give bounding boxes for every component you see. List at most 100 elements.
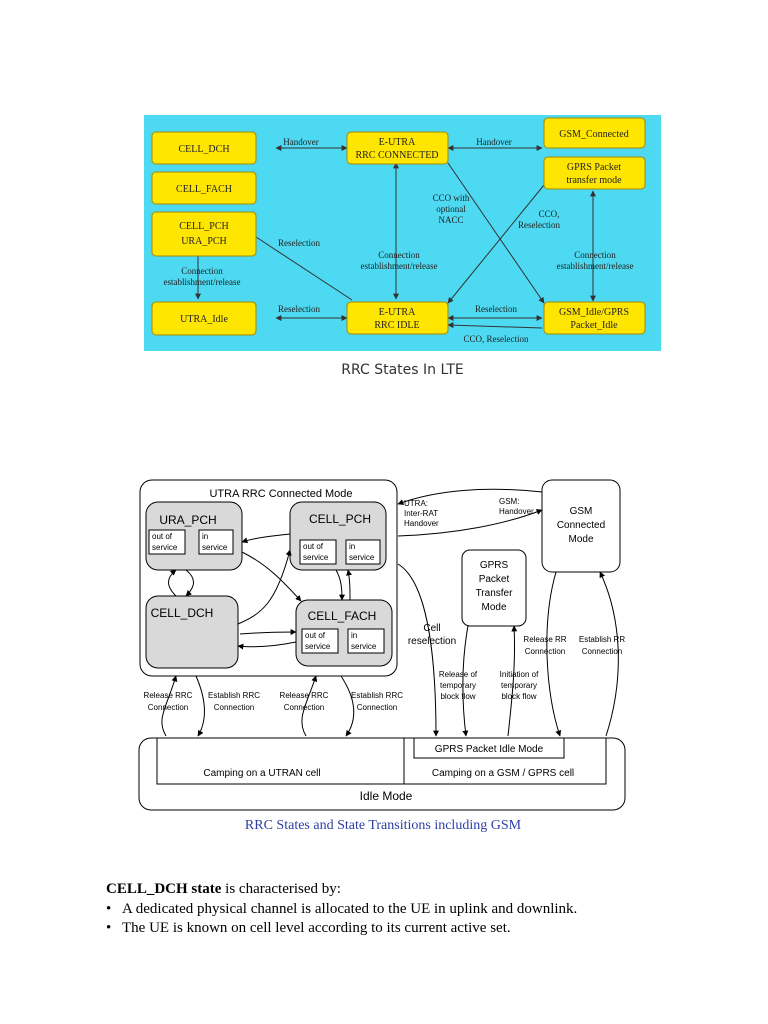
establish-rrc-1-l2: Connection (214, 703, 254, 712)
label-cell-dch: CELL_DCH (178, 144, 229, 155)
label-reselection-lower-right: Reselection (475, 304, 517, 314)
gprs-idle-label: GPRS Packet Idle Mode (435, 744, 544, 755)
label-gsm-idle-2: Packet_Idle (570, 320, 618, 331)
establish-rrc-2-l2: Connection (357, 703, 397, 712)
cell-pch-in-2: service (349, 553, 375, 562)
release-rrc-2-l2: Connection (284, 703, 324, 712)
label-reselection-lower-left: Reselection (278, 304, 320, 314)
label-utra-idle: UTRA_Idle (180, 314, 228, 325)
label-conn-mid-1: Connection (378, 250, 420, 260)
label-reselection-upper: Reselection (278, 238, 320, 248)
establish-rrc-2-l1: Establish RRC (351, 691, 403, 700)
cell-pch-out-2: service (303, 553, 329, 562)
label-conn-left-1: Connection (181, 266, 223, 276)
label-cco-resel-2: Reselection (518, 220, 560, 230)
lte-rrc-states-figure: CELL_DCH CELL_FACH CELL_PCH URA_PCH UTRA… (144, 115, 661, 351)
utra-handover-l3: Handover (404, 519, 439, 528)
cell-dch-heading-bold: CELL_DCH state (106, 881, 222, 897)
cell-dch-bullet-list: • A dedicated physical channel is allocat… (106, 900, 726, 939)
ura-pch-out-1: out of (152, 532, 173, 541)
gsm-handover-l1: GSM: (499, 497, 519, 506)
label-cco-resel-1: CCO, (539, 209, 560, 219)
establish-rr-l1: Establish RR (579, 635, 625, 644)
figure2-caption: RRC States and State Transitions includi… (244, 818, 522, 833)
state-gsm-connected (543, 117, 646, 149)
cell-pch-in-1: in (349, 542, 355, 551)
label-cell-fach: CELL_FACH (176, 184, 232, 195)
cell-fach-out-1: out of (305, 631, 326, 640)
label-conn-mid-2: establishment/release (361, 261, 438, 271)
gprs-idle-box (413, 737, 565, 759)
state-utra-idle (151, 301, 257, 336)
utra-handover-l2: Inter-RAT (404, 509, 438, 518)
cell-fach-in-2: service (351, 642, 377, 651)
label-cco-nacc-2: optional (436, 204, 466, 214)
state-eutra-connected (346, 131, 449, 165)
list-item: • A dedicated physical channel is allocat… (106, 900, 726, 920)
ura-pch-out-2: service (152, 543, 178, 552)
idle-mode-label: Idle Mode (360, 789, 413, 803)
establish-rrc-1-l1: Establish RRC (208, 691, 260, 700)
rrc-gsm-transitions-figure: UTRA RRC Connected Mode URA_PCH out of s… (138, 479, 626, 811)
gprs-transfer-l4: Mode (481, 602, 506, 613)
cell-pch-in-box (345, 539, 381, 565)
initiation-tbf-l2: temporary (501, 681, 537, 690)
label-gsm-connected: GSM_Connected (559, 129, 628, 140)
state-gsm-idle-gprs (543, 301, 646, 335)
bullet-text: A dedicated physical channel is allocate… (122, 900, 578, 917)
camping-utran-label: Camping on a UTRAN cell (203, 768, 320, 779)
label-gprs-packet-1: GPRS Packet (567, 162, 621, 173)
label-gsm-idle-1: GSM_Idle/GPRS (559, 307, 629, 318)
gprs-transfer-l2: Packet (479, 574, 510, 585)
ura-pch-in-box (198, 529, 234, 555)
label-ura-pch: URA_PCH (181, 236, 227, 247)
gsm-connected-l3: Mode (568, 534, 593, 545)
figure1-caption: RRC States In LTE (341, 362, 464, 378)
label-gprs-packet-2: transfer mode (566, 175, 622, 186)
state-cell-dch (151, 131, 257, 165)
release-tbf-l3: block flow (440, 692, 475, 701)
camping-utran-box (156, 737, 405, 785)
camping-gsm-label: Camping on a GSM / GPRS cell (432, 768, 574, 779)
ura-pch-in-1: in (202, 532, 208, 541)
cell-reselection-l1: Cell (423, 623, 440, 634)
label-cco-nacc-3: NACC (438, 215, 463, 225)
establish-rr-l2: Connection (582, 647, 622, 656)
state-cell-pch-ura-pch (151, 211, 257, 257)
label-handover-left: Handover (283, 137, 319, 147)
ura-pch-title: URA_PCH (159, 513, 216, 527)
cell-pch-title: CELL_PCH (309, 512, 371, 526)
label-conn-right-1: Connection (574, 250, 616, 260)
state-gprs-packet-transfer (543, 156, 646, 190)
cell-fach-in-1: in (351, 631, 357, 640)
ura-pch-out-box (148, 529, 186, 555)
cell-pch-out-1: out of (303, 542, 324, 551)
label-eutra-idle-2: RRC IDLE (374, 320, 419, 331)
label-eutra-idle-1: E-UTRA (379, 307, 416, 318)
initiation-tbf-l1: Initiation of (500, 670, 539, 679)
initiation-tbf-l3: block flow (501, 692, 536, 701)
cell-fach-in-box (347, 628, 385, 654)
cell-fach-out-2: service (305, 642, 331, 651)
cell-dch-heading-rest: is characterised by: (221, 881, 341, 897)
release-rr-l2: Connection (525, 647, 565, 656)
gsm-handover-l2: Handover (499, 507, 534, 516)
label-eutra-connected-1: E-UTRA (379, 137, 416, 148)
gsm-connected-l1: GSM (570, 506, 593, 517)
gprs-transfer-l1: GPRS (480, 560, 509, 571)
cell-dch-heading: CELL_DCH state is characterised by: (106, 880, 726, 900)
bullet-icon: • (106, 900, 112, 917)
ura-pch-in-2: service (202, 543, 228, 552)
label-cco-nacc-1: CCO with (433, 193, 470, 203)
state-gprs-transfer (461, 549, 527, 627)
label-conn-right-2: establishment/release (557, 261, 634, 271)
label-cco-reselection-bottom: CCO, Reselection (464, 334, 529, 344)
label-handover-right: Handover (476, 137, 512, 147)
gsm-connected-l2: Connected (557, 520, 605, 531)
state-cell-fach (151, 171, 257, 205)
release-rr-l1: Release RR (523, 635, 566, 644)
state-cell-dch (145, 595, 239, 669)
state-gsm-connected (541, 479, 621, 573)
cell-pch-out-box (299, 539, 337, 565)
list-item: •The UE is known on cell level according… (106, 919, 726, 939)
